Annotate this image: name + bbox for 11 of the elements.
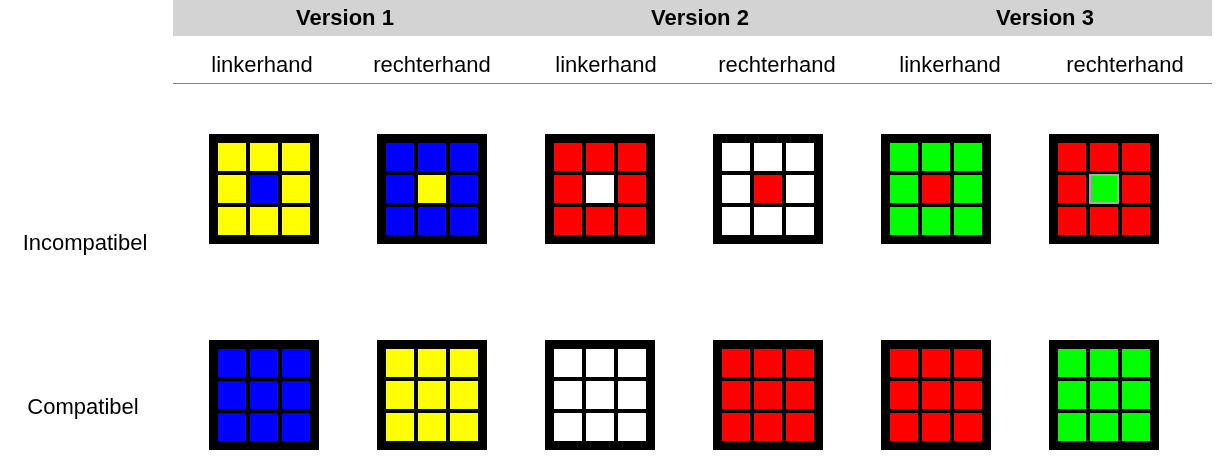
row-label: Incompatibel: [22, 230, 148, 256]
column-subheader: linkerhand: [211, 52, 313, 78]
column-header: Version 2: [651, 5, 749, 31]
column-subheader: linkerhand: [555, 52, 657, 78]
column-subheader: rechterhand: [718, 52, 836, 78]
column-header: Version 3: [996, 5, 1094, 31]
column-subheader: rechterhand: [373, 52, 491, 78]
column-header: Version 1: [296, 5, 394, 31]
column-subheader: linkerhand: [899, 52, 1001, 78]
column-subheader: rechterhand: [1066, 52, 1184, 78]
row-label: Compatibel: [27, 394, 139, 420]
